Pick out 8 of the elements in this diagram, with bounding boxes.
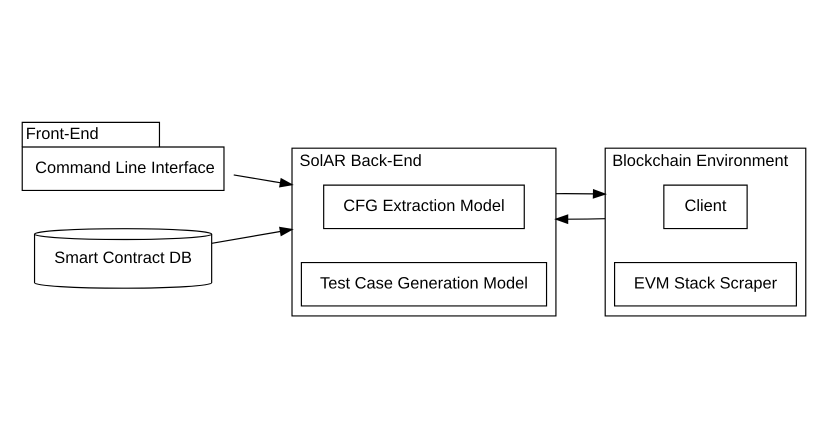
arrow (212, 226, 294, 244)
node-box: Client (663, 184, 748, 229)
node-box: EVM Stack Scraper (614, 261, 797, 306)
node-box: Test Case Generation Model (300, 261, 548, 306)
arrow (556, 188, 607, 198)
arrow (234, 174, 294, 188)
node-box: CFG Extraction Model (323, 184, 525, 229)
arrow (554, 214, 606, 224)
